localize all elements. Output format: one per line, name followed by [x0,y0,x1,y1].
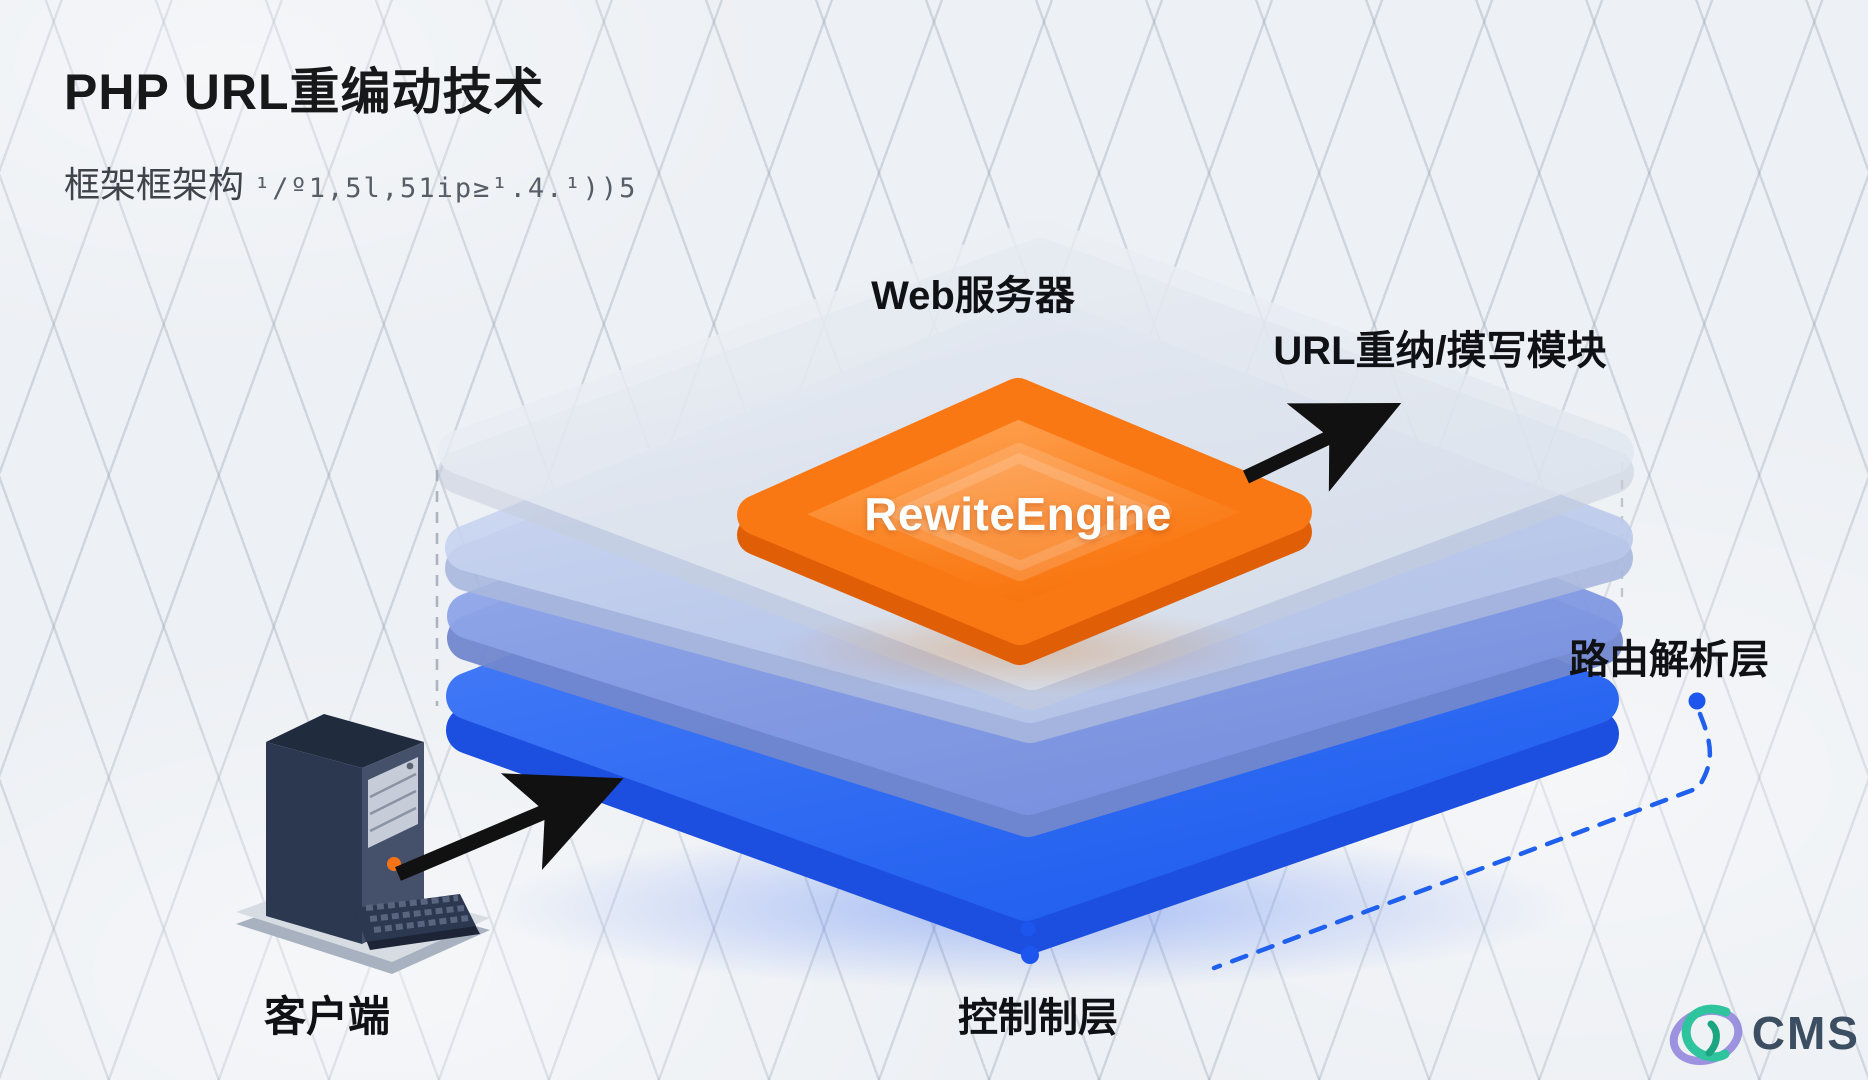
label-control-layer: 控制制层 [958,996,1118,1040]
tower-top-face [266,714,424,768]
label-client: 客户端 [263,993,391,1040]
control-dot-1 [1020,921,1036,937]
engine-to-module-arrow-icon [1242,402,1402,492]
route-dot [1688,692,1706,710]
label-rewrite-engine: RewiteEngine [864,488,1172,540]
page-title: PHP URL重编动技术 [64,64,545,120]
subtitle-text: 框架框架构 [64,164,245,205]
keyboard-icon [354,894,480,950]
cms-logo: CMS [1664,996,1860,1070]
subtitle-glyphs: ¹/º1,5l,51ip≥¹.4.¹))5 [254,173,638,204]
rewrite-engine-diamond [737,378,1312,665]
label-web-server: Web服务器 [871,274,1075,318]
computer-tower-icon [236,714,490,974]
label-route-parsing-layer: 路由解析层 [1569,638,1769,682]
route-to-control-dashed-connector [1211,711,1713,971]
panel-button [406,762,414,770]
client-to-stack-arrow-icon [395,773,624,881]
page-subtitle: 框架框架构 ¹/º1,5l,51ip≥¹.4.¹))5 [64,156,637,208]
cms-logo-text: CMS [1751,1007,1860,1059]
label-url-rewrite-module: URL重纳/摸写模块 [1273,329,1607,373]
control-dot-2 [1021,946,1039,964]
cms-logo-icon [1669,1004,1743,1065]
tower-front-face [266,742,362,944]
